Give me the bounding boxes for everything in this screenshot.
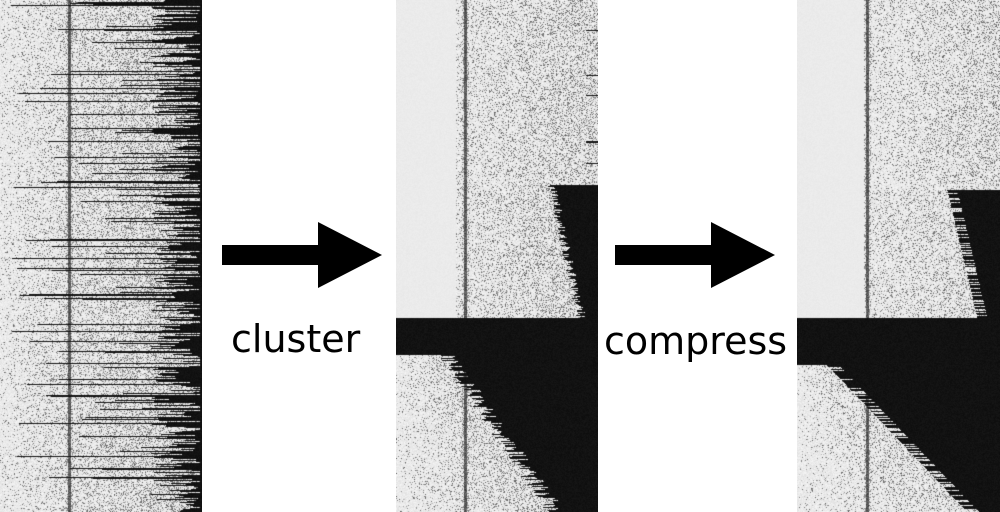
arrow-right-icon bbox=[222, 222, 382, 288]
clustered-matrix-canvas bbox=[396, 0, 598, 512]
clustered-matrix-image bbox=[396, 0, 598, 512]
compressed-matrix-canvas bbox=[797, 0, 1000, 512]
cluster-step-label: cluster bbox=[231, 317, 361, 361]
raw-matrix-image bbox=[0, 0, 202, 512]
compressed-matrix-image bbox=[797, 0, 1000, 512]
raw-matrix-canvas bbox=[0, 0, 202, 512]
arrow-right-icon bbox=[615, 222, 775, 288]
compress-step-label: compress bbox=[604, 319, 788, 363]
